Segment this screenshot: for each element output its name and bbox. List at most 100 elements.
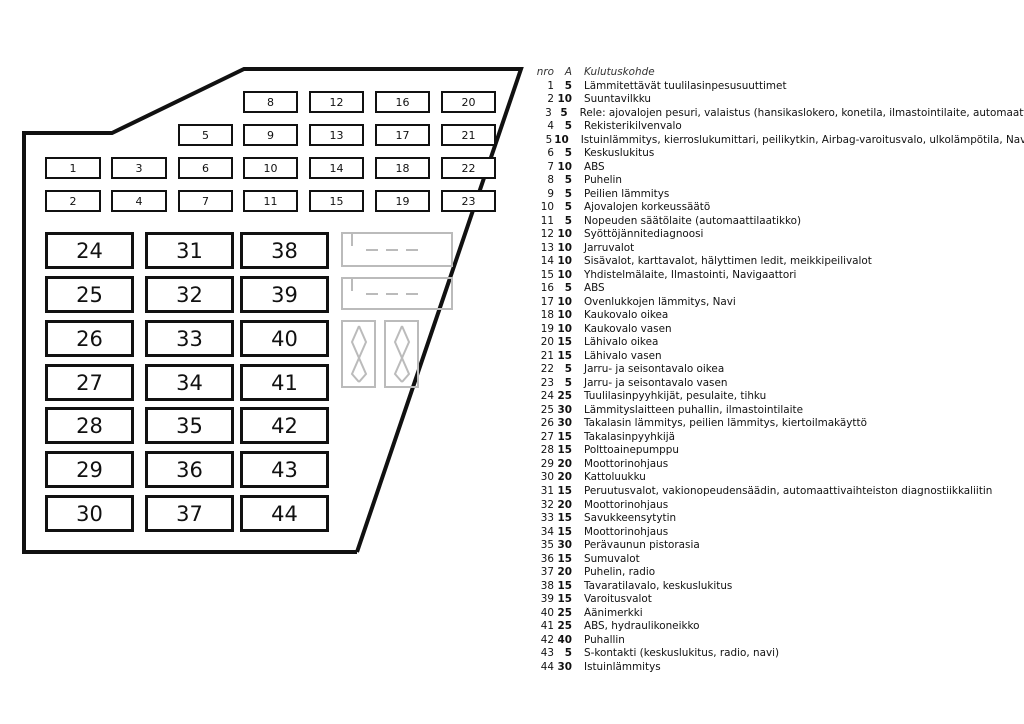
legend-amp: 15 — [557, 552, 572, 565]
legend-nro: 31 — [540, 484, 554, 497]
legend-item: Ajovalojen korkeussäätö — [584, 201, 711, 214]
legend-amp: 5 — [564, 376, 572, 389]
fuse-29: 29 — [45, 451, 134, 488]
legend-nro: 14 — [540, 255, 554, 268]
empty-slot — [384, 320, 419, 388]
legend-amp: 10 — [557, 322, 572, 335]
legend-item: Kaukovalo oikea — [584, 309, 669, 322]
legend-item: Peilien lämmitys — [584, 187, 670, 200]
legend-amp: 5 — [560, 106, 568, 119]
fuse-box-outline — [22, 67, 524, 554]
fuse-9: 9 — [243, 124, 298, 146]
legend-nro: 22 — [540, 363, 554, 376]
legend-item: ABS, hydraulikoneikko — [584, 620, 700, 633]
legend-item: Kattoluukku — [584, 471, 646, 484]
legend-nro: 39 — [540, 593, 554, 606]
legend-nro: 3 — [545, 106, 552, 119]
legend-nro: 1 — [547, 79, 554, 92]
legend-amp: 5 — [564, 201, 572, 214]
legend-item: Perävaunun pistorasia — [584, 539, 700, 552]
legend-nro: 34 — [540, 525, 554, 538]
legend-amp: 10 — [557, 93, 572, 106]
legend-nro: 27 — [540, 430, 554, 443]
legend-nro: 35 — [540, 539, 554, 552]
legend-nro: 18 — [540, 309, 554, 322]
legend-item: Puhallin — [584, 633, 625, 646]
legend-nro: 20 — [540, 336, 554, 349]
diamond-slot-marks — [350, 234, 418, 383]
fuse-4: 4 — [111, 190, 167, 212]
legend-item: Savukkeensytytin — [584, 512, 677, 525]
legend-item: Moottorinohjaus — [584, 525, 669, 538]
legend-nro: 23 — [540, 376, 554, 389]
legend-amp: 15 — [557, 444, 572, 457]
legend-amp: 20 — [557, 457, 572, 470]
fuse-2: 2 — [45, 190, 101, 212]
legend-nro: 41 — [540, 620, 554, 633]
fuse-31: 31 — [145, 232, 234, 269]
legend-item: Yhdistelmälaite, Ilmastointi, Navigaatto… — [584, 268, 797, 281]
legend-amp: 15 — [557, 349, 572, 362]
legend-item: Lähivalo oikea — [584, 336, 659, 349]
legend-amp: 10 — [557, 228, 572, 241]
legend-header: nro A Kulutuskohde — [534, 66, 1024, 80]
legend-amp: 10 — [557, 295, 572, 308]
legend-nro: 44 — [540, 660, 554, 673]
legend-nro: 6 — [547, 147, 554, 160]
legend-item: Varoitusvalot — [584, 593, 652, 606]
legend-nro: 33 — [540, 512, 554, 525]
legend-amp: 5 — [564, 174, 572, 187]
legend-amp: 30 — [557, 417, 572, 430]
legend-amp: 20 — [557, 566, 572, 579]
legend-nro: 7 — [547, 160, 554, 173]
legend-item: Takalasin lämmitys, peilien lämmitys, ki… — [584, 417, 867, 430]
legend-nro: 12 — [540, 228, 554, 241]
legend-amp: 15 — [557, 336, 572, 349]
legend-item: Lämmitettävät tuulilasinpesusuuttimet — [584, 79, 787, 92]
legend-nro: 13 — [540, 241, 554, 254]
legend-item: Sisävalot, karttavalot, hälyttimen ledit… — [584, 255, 872, 268]
legend-amp: 5 — [564, 282, 572, 295]
legend-amp: 5 — [564, 79, 572, 92]
legend-item: Ovenlukkojen lämmitys, Navi — [584, 295, 736, 308]
legend-amp: 30 — [557, 660, 572, 673]
legend-item: Tavaratilavalo, keskuslukitus — [584, 579, 733, 592]
fuse-44: 44 — [240, 495, 329, 532]
fuse-33: 33 — [145, 320, 234, 357]
legend-item: Rele: ajovalojen pesuri, valaistus (hans… — [579, 106, 1024, 119]
fuse-10: 10 — [243, 157, 298, 179]
legend-item: Jarruvalot — [584, 241, 635, 254]
legend-amp: 15 — [557, 484, 572, 497]
fuse-11: 11 — [243, 190, 298, 212]
legend-amp: 10 — [557, 255, 572, 268]
legend-amp: 15 — [557, 512, 572, 525]
legend-item: Peruutusvalot, vakionopeudensäädin, auto… — [584, 484, 993, 497]
legend-amp: 10 — [557, 160, 572, 173]
legend-item: Nopeuden säätölaite (automaattilaatikko) — [584, 214, 802, 227]
fuse-28: 28 — [45, 407, 134, 444]
empty-slot — [341, 277, 453, 310]
legend-item: S-kontakti (keskuslukitus, radio, navi) — [584, 647, 780, 660]
legend-nro: 24 — [540, 390, 554, 403]
legend-nro: 40 — [540, 606, 554, 619]
legend-item: Suuntavilkku — [584, 93, 652, 106]
legend-item: Takalasinpyyhkijä — [584, 430, 675, 443]
fuse-12: 12 — [309, 91, 364, 113]
legend-nro: 36 — [540, 552, 554, 565]
